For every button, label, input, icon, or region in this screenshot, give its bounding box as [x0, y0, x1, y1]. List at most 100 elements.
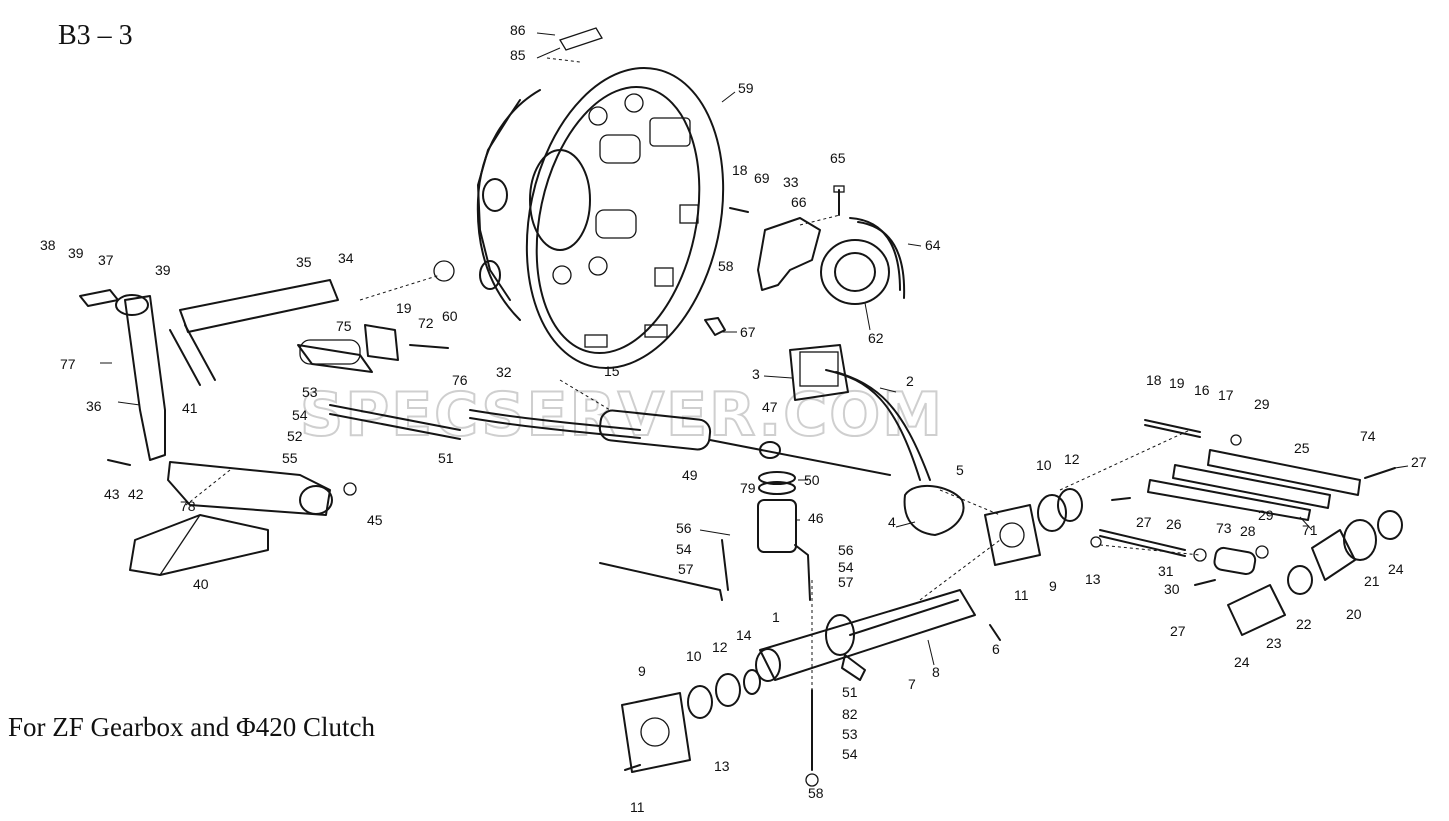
- part-label-36: 36: [86, 398, 102, 414]
- pedal-assembly-drawing: [79, 279, 461, 576]
- part-label-26: 26: [1166, 516, 1182, 532]
- part-label-7: 7: [908, 676, 916, 692]
- part-label-73: 73: [1216, 520, 1232, 536]
- part-label-69: 69: [754, 170, 770, 186]
- part-label-13a: 13: [1085, 571, 1101, 587]
- part-label-43: 43: [104, 486, 120, 502]
- part-label-24b: 24: [1234, 654, 1250, 670]
- part-label-57a: 57: [678, 561, 694, 577]
- master-cylinder-drawing: [469, 344, 965, 601]
- part-label-9a: 9: [1049, 578, 1057, 594]
- part-label-4: 4: [888, 514, 896, 530]
- part-label-27a: 27: [1411, 454, 1427, 470]
- part-label-17: 17: [1218, 387, 1234, 403]
- part-label-42: 42: [128, 486, 144, 502]
- part-label-19b: 19: [1169, 375, 1185, 391]
- part-label-22: 22: [1296, 616, 1312, 632]
- part-label-14: 14: [736, 627, 752, 643]
- part-label-18b: 18: [1146, 372, 1162, 388]
- part-label-64: 64: [925, 237, 941, 253]
- part-label-53b: 53: [842, 726, 858, 742]
- part-label-79: 79: [740, 480, 756, 496]
- part-label-37: 37: [98, 252, 114, 268]
- part-label-85: 85: [510, 47, 526, 63]
- part-label-82: 82: [842, 706, 858, 722]
- part-label-54c: 54: [838, 559, 854, 575]
- part-label-18a: 18: [732, 162, 748, 178]
- part-label-11b: 11: [630, 799, 645, 815]
- part-label-33: 33: [783, 174, 799, 190]
- part-label-45: 45: [367, 512, 383, 528]
- part-label-57b: 57: [838, 574, 854, 590]
- part-label-30: 30: [1164, 581, 1180, 597]
- part-label-51a: 51: [438, 450, 454, 466]
- part-label-41: 41: [182, 400, 198, 416]
- part-label-29a: 29: [1254, 396, 1270, 412]
- part-label-23: 23: [1266, 635, 1282, 651]
- part-label-13b: 13: [714, 758, 730, 774]
- part-label-50: 50: [804, 472, 820, 488]
- part-label-72: 72: [418, 315, 434, 331]
- part-label-10a: 10: [1036, 457, 1052, 473]
- part-label-31: 31: [1158, 563, 1174, 579]
- part-label-54b: 54: [676, 541, 692, 557]
- part-label-53a: 53: [302, 384, 318, 400]
- part-label-16: 16: [1194, 382, 1210, 398]
- part-label-11a: 11: [1014, 587, 1029, 603]
- part-label-77: 77: [60, 356, 76, 372]
- right-linkage-drawing: [1059, 419, 1409, 636]
- part-label-1: 1: [772, 609, 780, 625]
- clutch-housing-drawing: [359, 27, 736, 369]
- part-label-19a: 19: [396, 300, 412, 316]
- part-label-46: 46: [808, 510, 824, 526]
- cross-shaft-drawing: [621, 488, 1083, 787]
- part-label-28: 28: [1240, 523, 1256, 539]
- part-label-71: 71: [1302, 522, 1318, 538]
- part-label-62: 62: [868, 330, 884, 346]
- part-label-56a: 56: [676, 520, 692, 536]
- part-label-74: 74: [1360, 428, 1376, 444]
- part-label-55: 55: [282, 450, 298, 466]
- part-label-86: 86: [510, 22, 526, 38]
- part-label-34: 34: [338, 250, 354, 266]
- part-label-27c: 27: [1170, 623, 1186, 639]
- part-label-78: 78: [180, 498, 196, 514]
- part-label-32: 32: [496, 364, 512, 380]
- part-label-25: 25: [1294, 440, 1310, 456]
- part-label-51b: 51: [842, 684, 858, 700]
- watermark: SPECSERVER.COM: [300, 380, 944, 450]
- part-label-20: 20: [1346, 606, 1362, 622]
- part-label-52: 52: [287, 428, 303, 444]
- part-label-21: 21: [1364, 573, 1380, 589]
- part-label-49: 49: [682, 467, 698, 483]
- part-label-65: 65: [830, 150, 846, 166]
- part-label-2: 2: [906, 373, 914, 389]
- part-label-5: 5: [956, 462, 964, 478]
- part-label-10b: 10: [686, 648, 702, 664]
- part-label-27b: 27: [1136, 514, 1152, 530]
- part-label-12b: 12: [712, 639, 728, 655]
- part-label-6: 6: [992, 641, 1000, 657]
- part-label-40: 40: [193, 576, 209, 592]
- part-label-56b: 56: [838, 542, 854, 558]
- page-code: B3 – 3: [58, 20, 133, 51]
- part-label-39a: 39: [68, 245, 84, 261]
- part-label-67: 67: [740, 324, 756, 340]
- part-label-54d: 54: [842, 746, 858, 762]
- part-label-76: 76: [452, 372, 468, 388]
- part-label-47: 47: [762, 399, 778, 415]
- part-label-66: 66: [791, 194, 807, 210]
- part-label-3: 3: [752, 366, 760, 382]
- part-label-15: 15: [604, 363, 620, 379]
- part-label-58b: 58: [808, 785, 824, 801]
- part-label-58a: 58: [718, 258, 734, 274]
- part-label-59: 59: [738, 80, 754, 96]
- part-label-35: 35: [296, 254, 312, 270]
- part-label-75a: 75: [336, 318, 352, 334]
- part-label-39b: 39: [155, 262, 171, 278]
- part-label-12a: 12: [1064, 451, 1080, 467]
- part-label-38: 38: [40, 237, 56, 253]
- diagram-caption: For ZF Gearbox and Φ420 Clutch: [8, 712, 375, 742]
